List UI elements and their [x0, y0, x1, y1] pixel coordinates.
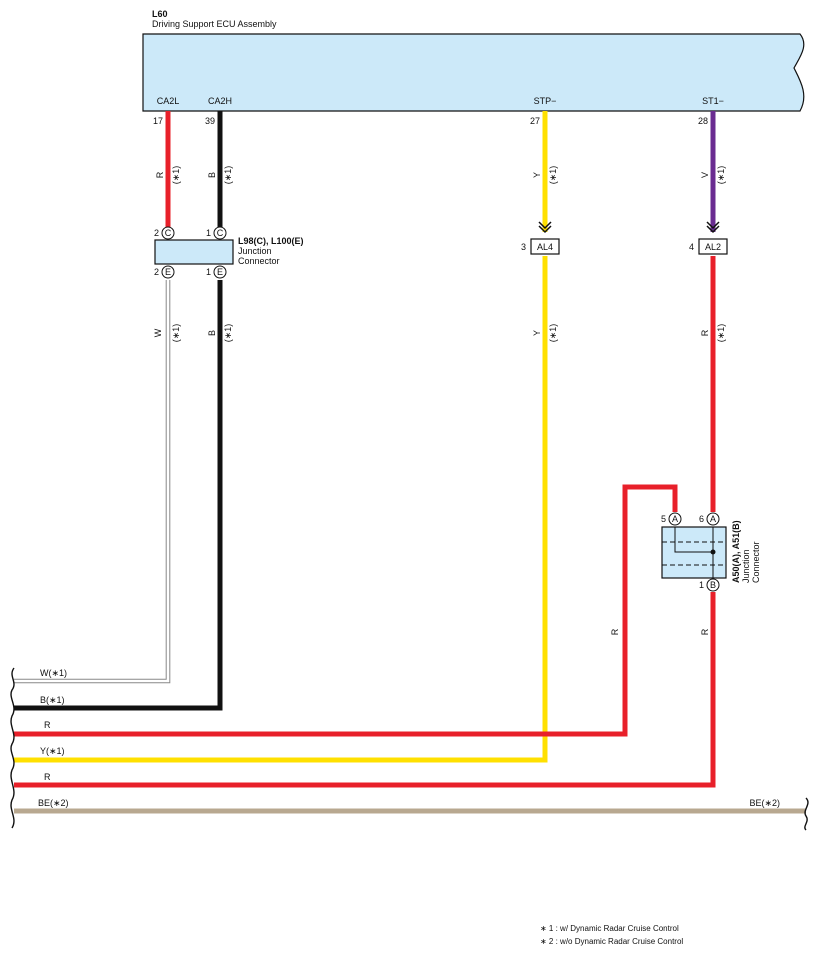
wire-label-ca2h-color: B	[207, 172, 217, 178]
pin-number-39: 39	[205, 116, 215, 126]
connector-al2-code: AL2	[705, 242, 721, 252]
wire-label-stp-color: Y	[532, 172, 542, 178]
connector-al4-box	[530, 238, 560, 255]
junction2-pin-b1: B 1	[699, 578, 720, 592]
wire-label-y-note: (∗1)	[548, 324, 558, 343]
pin-name-ca2l: CA2L	[157, 96, 180, 106]
bus-label-w: W(∗1)	[40, 668, 67, 678]
wire-w-outline	[14, 280, 171, 684]
bus-label-r2: R	[44, 772, 51, 782]
pin-number-27: 27	[530, 116, 540, 126]
right-break-brace	[804, 797, 809, 831]
wire-labels-upper: R (∗1) B (∗1) Y (∗1) V (∗1)	[155, 166, 726, 185]
wire-b-lower	[14, 280, 223, 711]
junction1-pin-e2-letter: E	[165, 267, 171, 277]
junction2-code: A50(A), A51(B)	[731, 520, 741, 583]
wire-label-y-color: Y	[532, 330, 542, 336]
wire-label-st1-color: V	[700, 172, 710, 178]
wire-label-ca2l-color: R	[155, 171, 165, 178]
wire-label-r-color: R	[700, 329, 710, 336]
ecu-name: Driving Support ECU Assembly	[152, 19, 277, 29]
wire-r-bottom	[14, 592, 716, 788]
connector-al2-box	[698, 238, 728, 255]
junction1-pin-c1-letter: C	[217, 228, 224, 238]
junction1-pin-c2-num: 2	[154, 228, 159, 238]
junction2-line2: Connector	[751, 541, 761, 583]
bus-label-b: B(∗1)	[40, 695, 65, 705]
junction2-pin-a6: A 6	[699, 512, 720, 526]
arrow-st1	[706, 221, 720, 234]
junction1-code: L98(C), L100(E)	[238, 236, 304, 246]
junction2-pin-b1-num: 1	[699, 580, 704, 590]
pin-number-17: 17	[153, 116, 163, 126]
arrow-stp	[538, 221, 552, 234]
wire-label-r-loop: R	[610, 628, 620, 635]
pin-name-ca2h: CA2H	[208, 96, 232, 106]
junction1-pin-c1: C 1	[206, 226, 227, 240]
wire-label-r-note: (∗1)	[716, 324, 726, 343]
wire-label-b-note: (∗1)	[223, 324, 233, 343]
pin-number-28: 28	[698, 116, 708, 126]
bus-label-y: Y(∗1)	[40, 746, 65, 756]
wire-label-ca2l-note: (∗1)	[171, 166, 181, 185]
wire-label-w-color: W	[153, 328, 163, 337]
junction1-pin-c1-num: 1	[206, 228, 211, 238]
junction1-pin-c2: C 2	[154, 226, 175, 240]
junction2-splice-dot	[710, 549, 716, 555]
connector-al4-code: AL4	[537, 242, 553, 252]
wire-y-lower	[14, 256, 548, 763]
junction1-pin-c2-letter: C	[165, 228, 172, 238]
ecu-code: L60	[152, 9, 168, 19]
junction2-pin-a5: A 5	[661, 512, 682, 526]
wire-label-w-note: (∗1)	[171, 324, 181, 343]
bus-label-r1: R	[44, 720, 51, 730]
connector-al4-num: 3	[521, 242, 526, 252]
wire-label-stp-note: (∗1)	[548, 166, 558, 185]
junction1-pin-e1-letter: E	[217, 267, 223, 277]
footnote-1: ∗ 1 : w/ Dynamic Radar Cruise Control	[540, 924, 679, 933]
junction1-box	[154, 239, 234, 265]
pin-name-st1: ST1−	[702, 96, 724, 106]
junction2-line1: Junction	[741, 549, 751, 583]
wire-label-r-bottom: R	[700, 628, 710, 635]
bus-label-be-left: BE(∗2)	[38, 798, 69, 808]
wire-label-st1-note: (∗1)	[716, 166, 726, 185]
junction1-pin-e2-num: 2	[154, 267, 159, 277]
junction2-pin-a5-letter: A	[672, 514, 678, 524]
junction2-pin-a6-num: 6	[699, 514, 704, 524]
junction2-internal-link	[674, 527, 713, 553]
junction2-pin-a6-letter: A	[710, 514, 716, 524]
junction1-line2: Connector	[238, 256, 280, 266]
wire-label-b-color: B	[207, 330, 217, 336]
junction1-pin-e1: E 1	[206, 265, 227, 279]
junction1-pin-e1-num: 1	[206, 267, 211, 277]
connector-al2-num: 4	[689, 242, 694, 252]
bus-label-be-right: BE(∗2)	[749, 798, 780, 808]
wire-label-ca2h-note: (∗1)	[223, 166, 233, 185]
footnote-2: ∗ 2 : w/o Dynamic Radar Cruise Control	[540, 937, 683, 946]
wire-w	[14, 280, 170, 683]
junction2-pin-b1-letter: B	[710, 580, 716, 590]
left-break-brace	[10, 667, 15, 829]
junction2-pin-a5-num: 5	[661, 514, 666, 524]
junction1-pin-e2: E 2	[154, 265, 175, 279]
wire-labels-middle: W (∗1) B (∗1) Y (∗1) R (∗1)	[153, 324, 726, 343]
junction1-line1: Junction	[238, 246, 272, 256]
pin-name-stp: STP−	[534, 96, 557, 106]
wire-r-loop	[14, 484, 678, 737]
ecu-box	[142, 33, 805, 112]
